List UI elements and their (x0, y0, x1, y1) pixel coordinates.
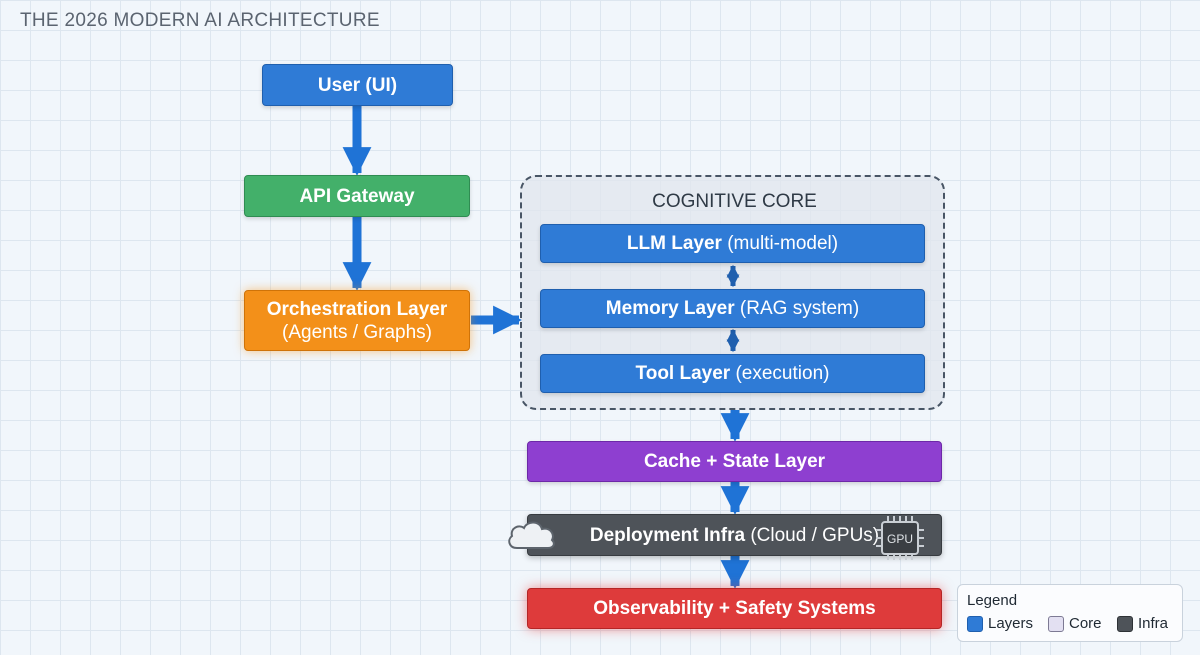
orchestration-layer-node: Orchestration Layer (Agents / Graphs) (244, 290, 470, 351)
cognitive-core-title: COGNITIVE CORE (652, 191, 817, 212)
page-title: THE 2026 MODERN AI ARCHITECTURE (20, 10, 380, 31)
legend-item-layers: Layers (967, 615, 1033, 632)
legend-label-core: Core (1069, 615, 1102, 632)
tool-layer-detail: (execution) (735, 363, 830, 384)
tool-layer-node: Tool Layer (execution) (540, 354, 925, 393)
memory-layer-detail: (RAG system) (739, 298, 860, 319)
legend: Legend Layers Core Infra (957, 584, 1183, 642)
orchestration-layer-label: Orchestration Layer (266, 298, 448, 320)
cache-state-layer-node: Cache + State Layer (527, 441, 942, 482)
legend-item-infra: Infra (1117, 615, 1168, 632)
legend-title: Legend (967, 592, 1018, 609)
observability-safety-node: Observability + Safety Systems (527, 588, 942, 629)
llm-layer-node: LLM Layer (multi-model) (540, 224, 925, 263)
llm-layer-label: LLM Layer (626, 233, 722, 254)
gpu-chip-label: GPU (887, 532, 913, 546)
legend-swatch-layers (967, 615, 983, 632)
api-gateway-label: API Gateway (299, 185, 415, 207)
observability-safety-label: Observability + Safety Systems (593, 598, 876, 619)
orchestration-layer-detail: (Agents / Graphs) (282, 321, 432, 343)
deployment-infra-detail: (Cloud / GPUs) (750, 524, 880, 546)
deployment-infra-node: Deployment Infra (Cloud / GPUs) (527, 514, 942, 556)
legend-label-layers: Layers (988, 615, 1034, 632)
cloud-icon (508, 521, 555, 549)
legend-swatch-core (1048, 615, 1064, 632)
gpu-chip-icon: GPU (876, 516, 924, 560)
tool-layer-label: Tool Layer (635, 363, 731, 384)
user-ui-node: User (UI) (262, 64, 453, 106)
api-gateway-node: API Gateway (244, 175, 470, 217)
user-ui-label: User (UI) (317, 74, 398, 96)
legend-label-infra: Infra (1138, 615, 1169, 632)
legend-swatch-infra (1117, 615, 1133, 632)
llm-layer-detail: (multi-model) (727, 233, 839, 254)
memory-layer-label: Memory Layer (605, 298, 735, 319)
cache-state-layer-label: Cache + State Layer (643, 451, 826, 472)
memory-layer-node: Memory Layer (RAG system) (540, 289, 925, 328)
legend-item-core: Core (1048, 615, 1102, 632)
deployment-infra-label: Deployment Infra (589, 524, 746, 546)
